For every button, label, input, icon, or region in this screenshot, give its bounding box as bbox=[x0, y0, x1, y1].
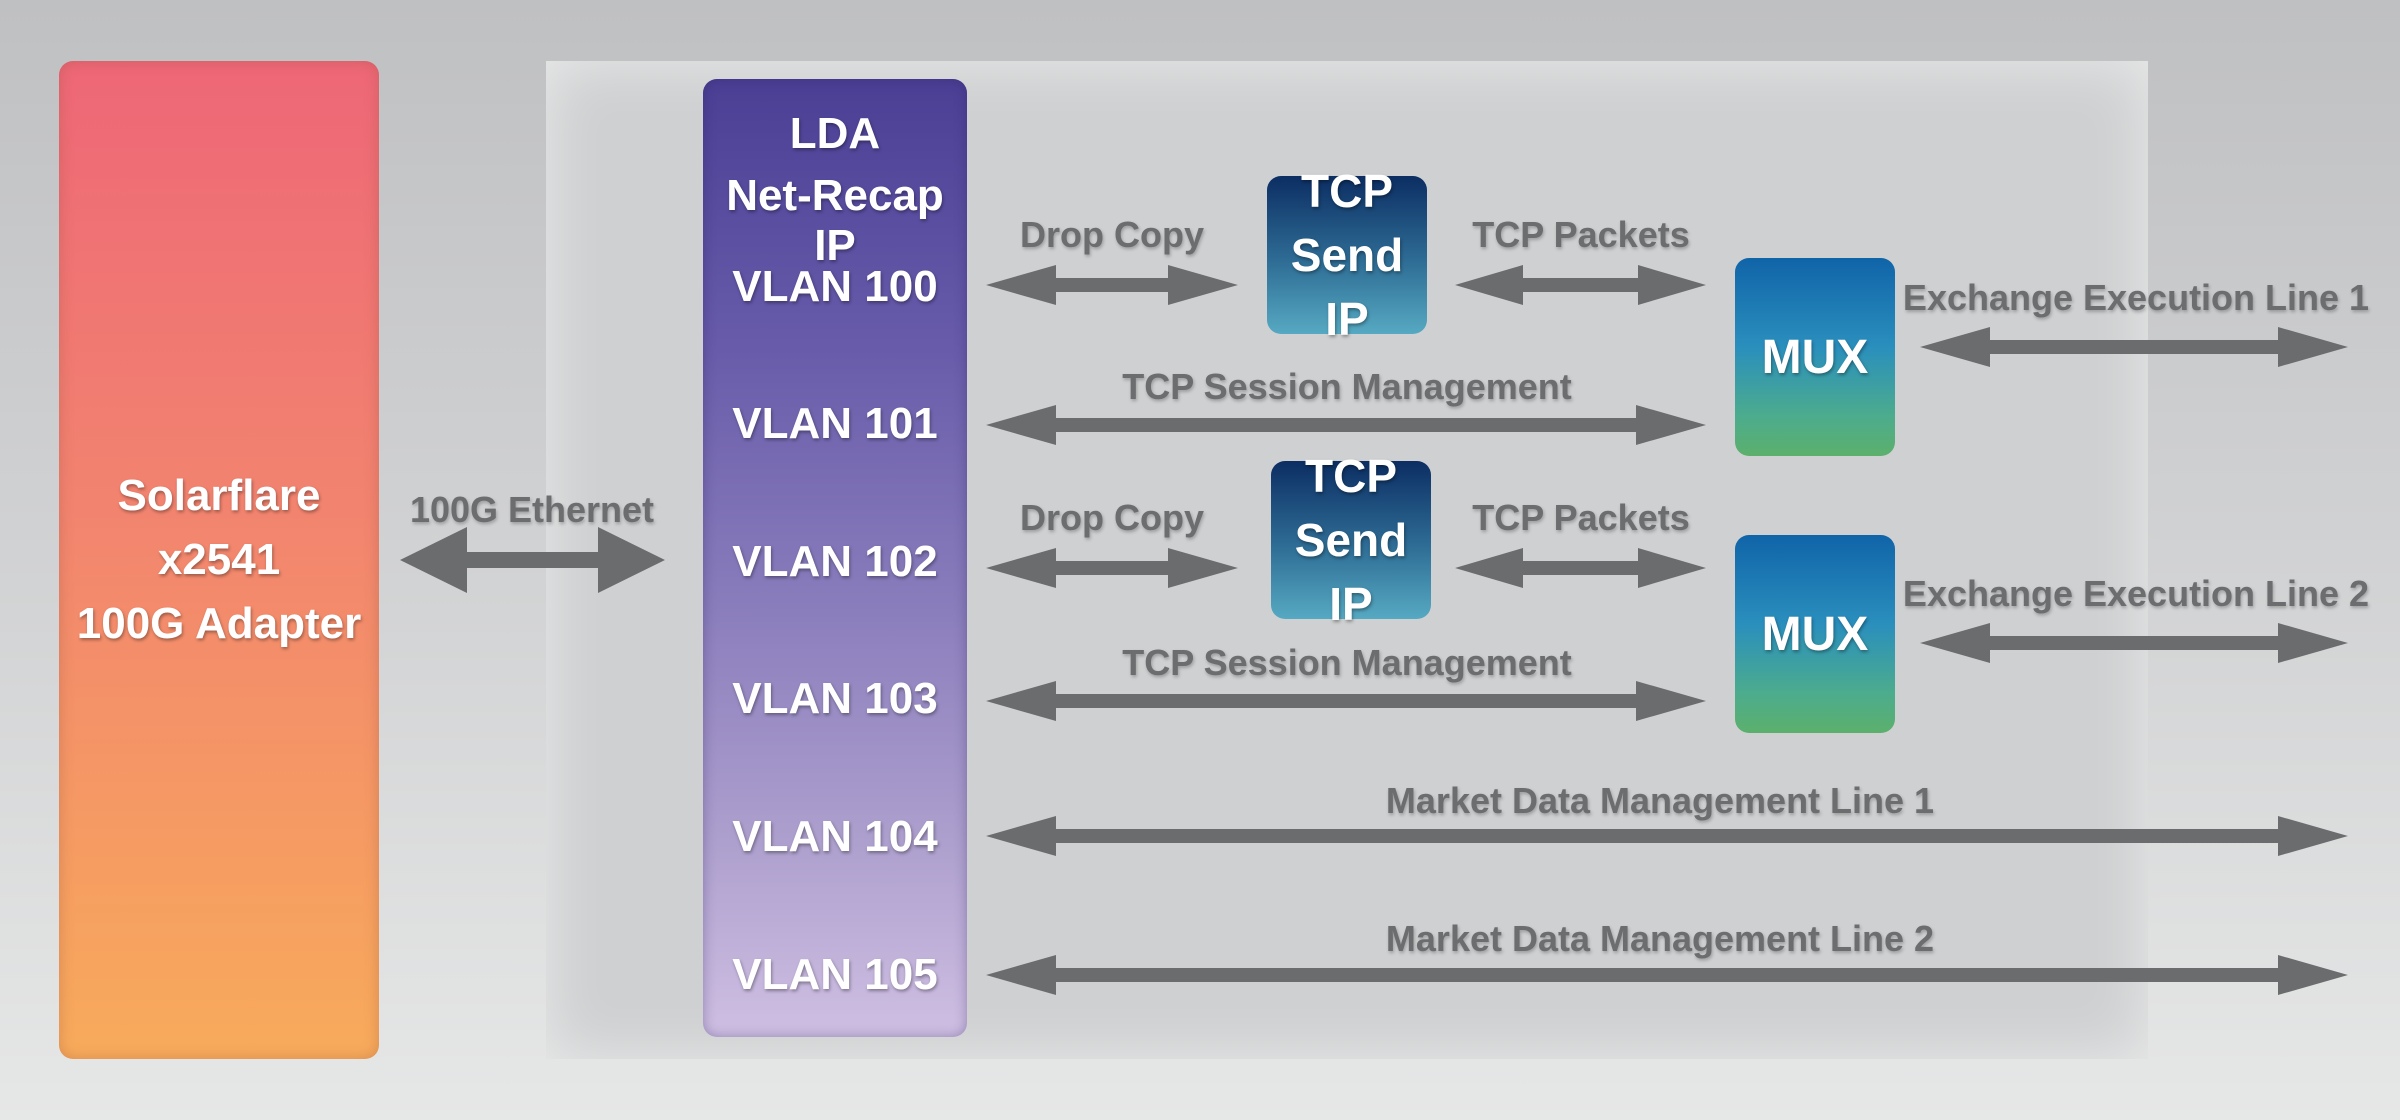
vlan-105-label: VLAN 105 bbox=[732, 950, 938, 999]
adapter-label-line-3: 100G Adapter bbox=[76, 599, 362, 648]
arrow-tcp-packets-1 bbox=[1455, 265, 1706, 305]
tcp-send-ip-block-1: TCP Send IP bbox=[1267, 165, 1427, 345]
mux-1-label: MUX bbox=[1761, 330, 1869, 384]
tcp-send-ip-2-line-2: Send IP bbox=[1294, 514, 1408, 630]
vlan-103-label: VLAN 103 bbox=[732, 674, 938, 723]
solarflare-adapter-block: Solarflare x2541 100G Adapter bbox=[59, 61, 379, 1059]
arrow-exchange-line-1 bbox=[1920, 327, 2348, 367]
tcp-packets-1-label: TCP Packets bbox=[1472, 214, 1690, 255]
tcp-send-ip-2-line-1: TCP bbox=[1305, 450, 1397, 502]
market-data-1-label: Market Data Management Line 1 bbox=[1385, 780, 1935, 821]
market-data-2-label: Market Data Management Line 2 bbox=[1385, 918, 1935, 959]
arrow-exchange-line-2 bbox=[1920, 623, 2348, 663]
tcp-send-ip-block-2: TCP Send IP bbox=[1271, 450, 1431, 630]
arrow-100g-ethernet bbox=[400, 527, 665, 593]
vlan-101-label: VLAN 101 bbox=[732, 399, 938, 448]
exchange-line-1-label: Exchange Execution Line 1 bbox=[1902, 277, 2370, 318]
mux-2-label: MUX bbox=[1761, 607, 1869, 661]
adapter-label-line-1: Solarflare bbox=[117, 471, 321, 520]
arrow-drop-copy-2 bbox=[986, 548, 1238, 588]
ethernet-link-label: 100G Ethernet bbox=[409, 489, 655, 530]
arrow-session-mgmt-2 bbox=[986, 681, 1706, 721]
arrow-drop-copy-1 bbox=[986, 265, 1238, 305]
mux-block-1: MUX bbox=[1735, 258, 1895, 456]
lda-net-recap-block: LDA Net-Recap IP VLAN 100 VLAN 101 VLAN … bbox=[703, 79, 967, 1037]
session-mgmt-2-label: TCP Session Management bbox=[1122, 642, 1572, 683]
session-mgmt-1-label: TCP Session Management bbox=[1122, 366, 1572, 407]
drop-copy-2-label: Drop Copy bbox=[1020, 497, 1204, 538]
lda-title-line-2: Net-Recap IP bbox=[726, 171, 944, 270]
arrow-tcp-packets-2 bbox=[1455, 548, 1706, 588]
arrow-group bbox=[400, 265, 2348, 995]
arrow-session-mgmt-1 bbox=[986, 405, 1706, 445]
vlan-102-label: VLAN 102 bbox=[732, 537, 938, 586]
lda-title-line-1: LDA bbox=[789, 109, 881, 158]
vlan-100-label: VLAN 100 bbox=[732, 262, 938, 311]
tcp-packets-2-label: TCP Packets bbox=[1472, 497, 1690, 538]
drop-copy-1-label: Drop Copy bbox=[1020, 214, 1204, 255]
arrow-market-data-1 bbox=[986, 816, 2348, 856]
vlan-104-label: VLAN 104 bbox=[732, 812, 938, 861]
arrow-market-data-2 bbox=[986, 955, 2348, 995]
mux-block-2: MUX bbox=[1735, 535, 1895, 733]
tcp-send-ip-1-line-2: Send IP bbox=[1290, 229, 1404, 345]
tcp-send-ip-1-line-1: TCP bbox=[1301, 165, 1393, 217]
exchange-line-2-label: Exchange Execution Line 2 bbox=[1902, 573, 2370, 614]
adapter-label-line-2: x2541 bbox=[157, 535, 281, 584]
